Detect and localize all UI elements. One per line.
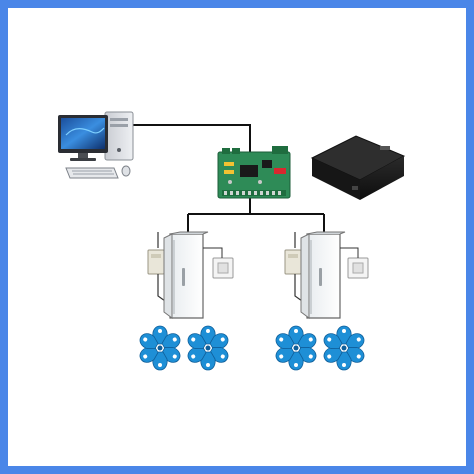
control-board-icon xyxy=(217,146,291,199)
rfid-tag-groups xyxy=(136,325,368,371)
rfid-tag-group xyxy=(184,325,232,371)
glass-door-icon xyxy=(300,231,346,319)
power-box-icon xyxy=(310,135,406,200)
card-reader-right xyxy=(284,249,302,275)
wiring-lines xyxy=(133,124,325,232)
desktop-pc-icon xyxy=(58,111,134,179)
door-left xyxy=(147,231,234,319)
keyring-hub xyxy=(205,345,211,351)
computer xyxy=(58,111,134,179)
keyring-hub xyxy=(293,345,299,351)
keyring-hub xyxy=(341,345,347,351)
rfid-tag-group xyxy=(272,325,320,371)
rfid-tag-group xyxy=(320,325,368,371)
exit-button-left xyxy=(212,257,234,279)
power-supply xyxy=(310,135,406,200)
controller-board xyxy=(217,146,291,199)
exit-button-right xyxy=(347,257,369,279)
computer-to-controller-line xyxy=(133,124,251,152)
door-right xyxy=(284,231,369,319)
glass-door-icon xyxy=(163,231,209,319)
rfid-tag-group xyxy=(136,325,184,371)
keyring-hub xyxy=(157,345,163,351)
card-reader-left xyxy=(147,249,165,275)
